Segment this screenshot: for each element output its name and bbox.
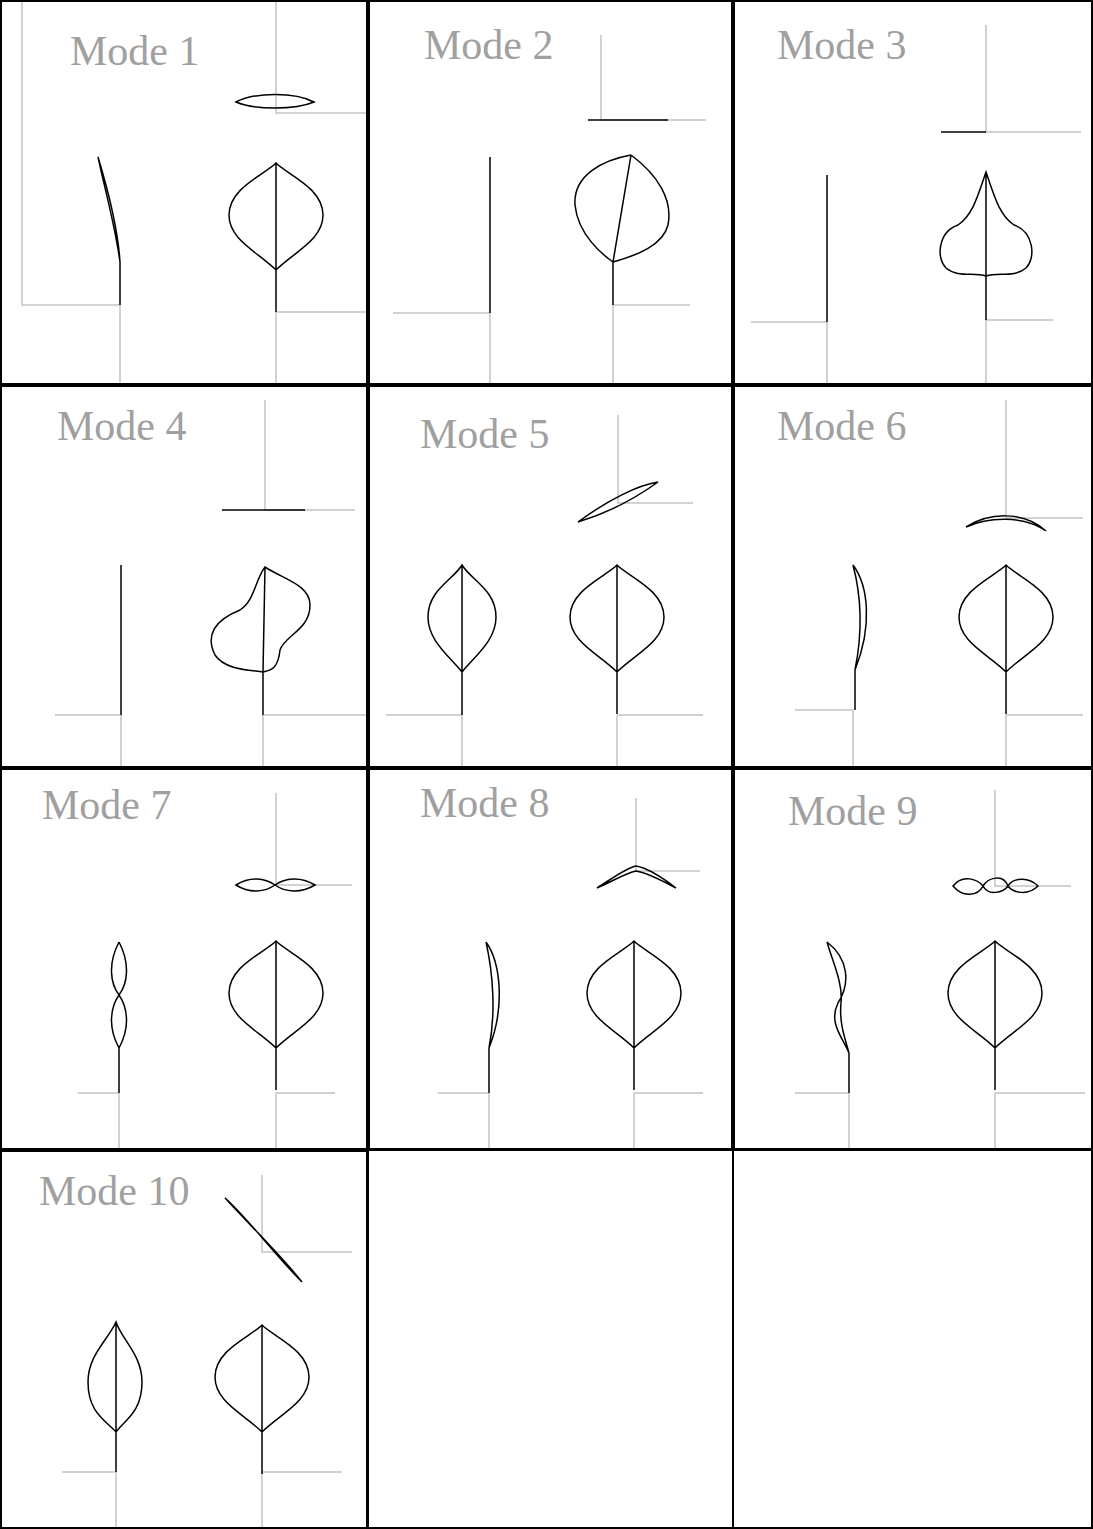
mode-panel: Mode 2 (368, 0, 733, 385)
mode-label: Mode 9 (788, 790, 918, 832)
mode-label: Mode 2 (424, 24, 554, 66)
mode-panel: Mode 9 (733, 768, 1093, 1150)
mode-3-shapes (751, 25, 1081, 385)
mode-8-shapes (438, 798, 703, 1150)
mode-panel: Mode 4 (0, 385, 368, 768)
mode-panel: Mode 1 (0, 0, 368, 385)
mode-10-shapes (62, 1175, 352, 1527)
mode-label: Mode 1 (70, 30, 200, 72)
mode-9-shapes (795, 790, 1085, 1150)
mode-4-shapes (55, 400, 366, 768)
mode-label: Mode 3 (777, 24, 907, 66)
mode-label: Mode 7 (42, 784, 172, 826)
mode-label: Mode 4 (57, 405, 187, 447)
mode-label: Mode 10 (39, 1170, 190, 1212)
mode-panel: Mode 5 (368, 385, 733, 768)
mode-7-shapes (78, 793, 352, 1150)
mode-panel: Mode 6 (733, 385, 1093, 768)
mode-6-shapes (795, 400, 1083, 768)
mode-panel: Mode 10 (0, 1150, 368, 1529)
empty-cell (368, 1150, 733, 1528)
empty-cell (733, 1150, 1092, 1528)
mode-panel: Mode 3 (733, 0, 1093, 385)
mode-label: Mode 5 (420, 413, 550, 455)
mode-panel: Mode 7 (0, 768, 368, 1150)
mode-1-shapes (22, 2, 368, 385)
mode-label: Mode 8 (420, 782, 550, 824)
mode-5-shapes (386, 415, 703, 768)
mode-label: Mode 6 (777, 405, 907, 447)
mode-panel: Mode 8 (368, 768, 733, 1150)
mode-2-shapes (393, 35, 706, 385)
